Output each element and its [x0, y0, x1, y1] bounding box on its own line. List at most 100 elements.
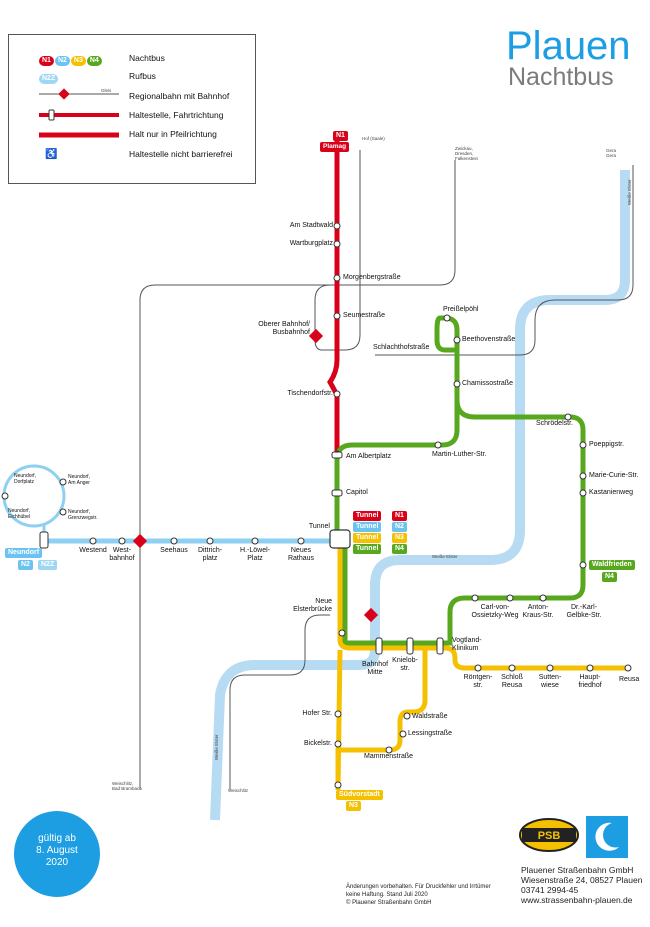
wheelchair-icon: ♿: [45, 149, 58, 160]
station-dr-karl-gelbke: Dr.-Karl- Gelbke-Str.: [566, 604, 602, 619]
station-capitol: Capitol: [346, 489, 368, 496]
company-address: Wiesenstraße 24, 08527 Plauen: [521, 875, 643, 885]
validity-line-3: 2020: [45, 857, 69, 868]
company-info: Plauener Straßenbahn GmbH Wiesenstraße 2…: [521, 865, 642, 905]
company-phone: 03741 2994-45: [521, 885, 579, 895]
station-hauptfriedhof: Haupt- friedhof: [578, 674, 602, 689]
footer-note-1: Änderungen vorbehalten. Für Druckfehler …: [346, 884, 491, 890]
station-bahnhof-mitte: Bahnhof Mitte: [361, 661, 389, 676]
badge-tunnel-label-2: Tunnel: [353, 522, 382, 532]
station-morgenbergstrasse: Morgenbergstraße: [343, 274, 401, 281]
station-neundorf: Neundorf: [5, 548, 43, 558]
line-n3: [335, 541, 630, 791]
station-tischendorfstr: Tischendorfstr.: [287, 390, 333, 397]
rail-line-hof: [314, 150, 456, 351]
label-weisse-elster-3: Weiße Elster: [214, 734, 219, 760]
legend-nachtbus-text: Nachtbus: [129, 53, 165, 63]
badge-suedvorstadt-n3: N3: [346, 801, 361, 811]
footer-note-3: © Plauener Straßenbahn GmbH: [346, 900, 432, 906]
station-waldfrieden: Waldfrieden: [589, 560, 635, 570]
line-n4: [334, 315, 586, 646]
station-oberer-bahnhof: Oberer Bahnhof/ Busbahnhof: [258, 321, 310, 336]
station-reusa: Reusa: [619, 676, 640, 683]
chip-n4: N4: [86, 56, 102, 66]
badge-plamag-n1: N1: [333, 131, 348, 141]
legend-regionalbahn-text: Regionalbahn mit Bahnhof: [129, 91, 230, 101]
tunnel-stop: [329, 529, 351, 549]
station-h-loewel-platz: H.-Löwel- Platz: [240, 547, 270, 562]
station-martin-luther: Martin-Luther-Str.: [432, 451, 487, 458]
vogtland-klinikum-stop: [436, 637, 444, 655]
station-waldstrasse: Waldstraße: [412, 713, 448, 720]
legend-rufbus: N2Z: [39, 71, 59, 84]
chip-n3: N3: [70, 56, 86, 66]
title-nachtbus: Nachtbus: [508, 63, 614, 91]
albertplatz-stop: [331, 451, 343, 459]
label-hof-saale: Hof (Saale): [362, 136, 385, 141]
stop-markers: [1, 222, 632, 789]
neundorf-stop: [39, 531, 49, 549]
title-plauen: Plauen: [506, 24, 631, 68]
badge-tunnel-label-3: Tunnel: [353, 533, 382, 543]
legend-stop-symbol: [39, 109, 119, 121]
station-suedvorstadt: Südvorstadt: [336, 790, 383, 800]
chip-n1: N1: [39, 56, 54, 66]
line-n1: [327, 140, 340, 541]
legend-gleis: Gleis: [101, 88, 112, 93]
station-seehaus: Seehaus: [160, 547, 188, 554]
station-westend: Westend: [79, 547, 107, 554]
station-neue-elsterbruecke: Neue Elsterbrücke: [293, 598, 332, 613]
station-marie-curie: Marie-Curie-Str.: [589, 472, 639, 479]
validity-line-2: 8. August: [36, 845, 78, 856]
chip-n2: N2: [54, 56, 70, 66]
station-hofer-str: Hofer Str.: [302, 710, 332, 717]
rail-line-south: [229, 614, 330, 790]
station-dittrichplatz: Dittrich- platz: [197, 547, 223, 562]
station-chamissostrasse: Chamissostraße: [462, 380, 513, 387]
station-neues-rathaus: Neues Rathaus: [287, 547, 315, 562]
station-plamag: Plamag: [320, 142, 350, 152]
station-neundorf-eichhuebel: Neundorf, Eichhübel: [8, 508, 30, 520]
legend-rufbus-text: Rufbus: [129, 71, 156, 81]
legend-haltestelle-text: Haltestelle, Fahrtrichtung: [129, 110, 224, 120]
station-suttenwiese: Sutten- wiese: [538, 674, 562, 689]
station-neundorf-grenzweg: Neundorf, Grenzwegstr.: [68, 509, 98, 521]
station-roentgenstr: Röntgen- str.: [463, 674, 493, 689]
moon-icon: [595, 822, 619, 851]
capitol-stop: [331, 489, 343, 497]
label-weischlitz-2: Weischlitz: [228, 788, 249, 793]
company-website[interactable]: www.strassenbahn-plauen.de: [521, 895, 633, 905]
footer-note: Änderungen vorbehalten. Für Druckfehler …: [346, 883, 491, 907]
badge-waldfrieden-n4: N4: [602, 572, 617, 582]
badge-neundorf-n2: N2: [18, 560, 33, 570]
river-weisse-elster: [210, 170, 630, 821]
station-neundorf-dorfplatz: Neundorf, Dorfplatz: [14, 473, 36, 485]
psb-logo: PSB: [519, 818, 579, 852]
label-zwickau: Zwickau, Dresden, Falkenstein: [455, 146, 479, 161]
label-weisse-elster-2: Weiße Elster: [432, 554, 458, 559]
legend-pfeilrichtung-text: Halt nur in Pfeilrichtung: [129, 129, 217, 139]
station-am-albertplatz: Am Albertplatz: [346, 453, 392, 460]
badge-neundorf-n2z: N2Z: [38, 560, 58, 570]
rail-line-west: [139, 284, 330, 790]
station-poeppigstr: Poeppigstr.: [589, 441, 625, 448]
badge-tunnel-label-1: Tunnel: [353, 511, 382, 521]
moon-logo: [586, 816, 628, 858]
label-weisse-elster-1: Weiße Elster: [627, 179, 632, 205]
validity-badge: gültig ab 8. August 2020: [14, 811, 100, 897]
badge-tunnel-label-4: Tunnel: [353, 544, 382, 554]
psb-logo-text: PSB: [538, 830, 561, 842]
station-bickelstr: Bickelstr.: [303, 740, 332, 747]
kriebelstr-stop: [406, 637, 414, 655]
station-kriebelstr: Knielob- str.: [392, 657, 418, 672]
badge-tunnel-n2: N2: [392, 522, 407, 532]
legend-arrow-symbol: [39, 132, 119, 138]
station-kastanienweg: Kastanienweg: [589, 489, 633, 496]
station-lessingstrasse: Lessingstraße: [408, 730, 452, 737]
label-gera: Gera Gera: [606, 148, 617, 158]
station-preisselpoehl: Preißelpöhl: [443, 306, 479, 313]
station-anton-kraus: Anton- Kraus-Str.: [522, 604, 554, 619]
